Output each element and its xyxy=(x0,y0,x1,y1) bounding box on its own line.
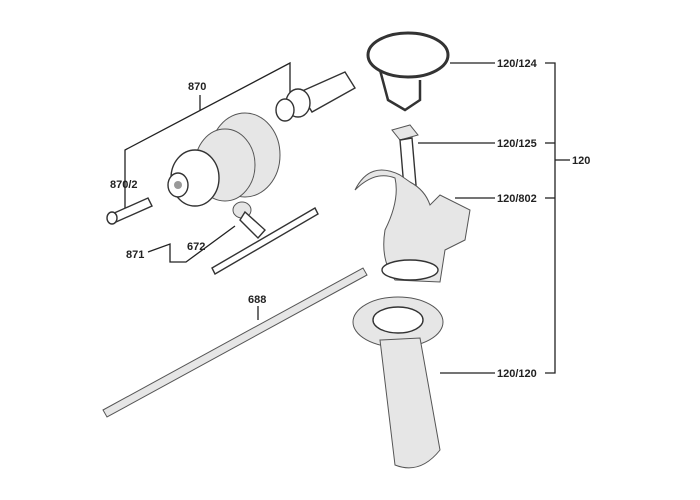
chuck-key-part xyxy=(211,201,319,275)
label-870-2: 870/2 xyxy=(110,179,138,191)
leader-lines xyxy=(124,61,570,374)
label-120-125: 120/125 xyxy=(497,138,537,150)
label-672: 672 xyxy=(187,241,205,253)
depth-rod-part xyxy=(102,267,368,418)
chuck-adapter-part xyxy=(275,71,356,122)
label-120-802: 120/802 xyxy=(497,193,537,205)
handle-bolt-part xyxy=(391,124,419,189)
label-688: 688 xyxy=(248,294,266,306)
chuck-part xyxy=(167,112,281,207)
label-871: 871 xyxy=(126,249,144,261)
label-120: 120 xyxy=(572,155,590,167)
label-120-124: 120/124 xyxy=(497,58,538,70)
handle-clamp-part xyxy=(354,169,471,283)
handle-band-part xyxy=(366,31,450,112)
label-870: 870 xyxy=(188,81,206,93)
label-120-120: 120/120 xyxy=(497,368,537,380)
handle-grip-part xyxy=(352,296,444,469)
chuck-screw-part xyxy=(106,197,153,225)
